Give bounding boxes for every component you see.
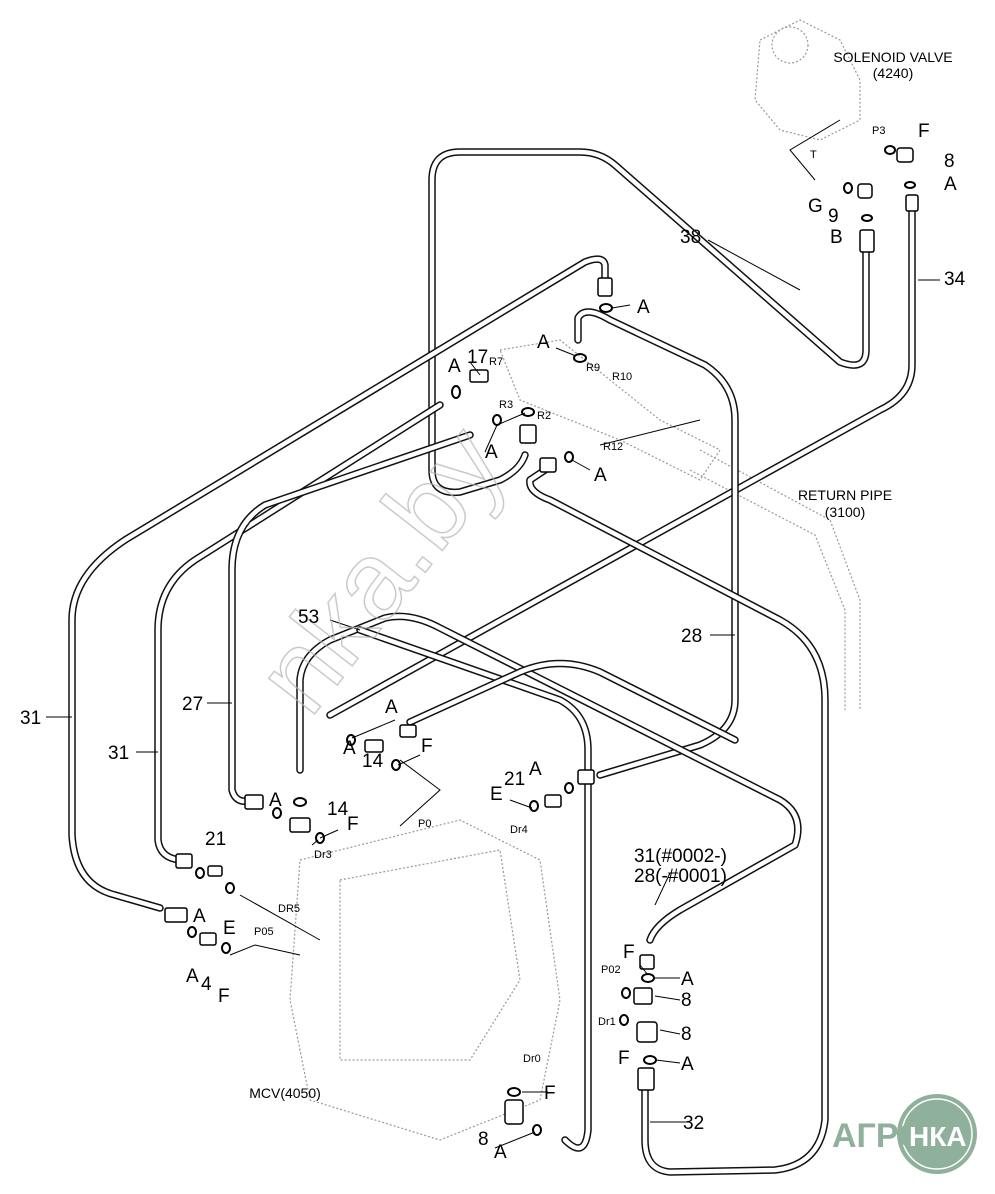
part-label: A — [594, 465, 607, 486]
part-label: A — [681, 1054, 694, 1075]
part-label: B — [830, 227, 843, 248]
hose-28 — [574, 308, 739, 779]
part-label: A — [193, 906, 206, 927]
part-label: 21 — [205, 829, 226, 850]
part-label: 53 — [298, 607, 319, 628]
hose-53 — [296, 612, 802, 944]
part-label: P3 — [872, 125, 885, 137]
part-label: A — [186, 966, 199, 987]
solenoid-valve-code: (4240) — [873, 65, 913, 81]
part-label: 28 — [681, 626, 702, 647]
part-label: R3 — [499, 399, 513, 411]
agronka-logo: АГРО НКА — [832, 1094, 977, 1174]
hoses — [68, 148, 916, 1176]
hose-34 — [326, 196, 916, 719]
part-label: R9 — [586, 362, 600, 374]
part-label: A — [944, 174, 957, 195]
part-label: Dr4 — [510, 824, 528, 836]
part-label: 8 — [478, 1129, 489, 1150]
part-label: F — [544, 1083, 556, 1104]
hose-38 — [428, 148, 870, 497]
part-label: 31 — [20, 708, 41, 729]
part-label: Dr1 — [598, 1016, 616, 1028]
part-label: Dr3 — [314, 849, 332, 861]
part-label: R7 — [489, 356, 503, 368]
part-label: 14 — [327, 799, 349, 820]
part-label: 34 — [944, 269, 966, 290]
part-label: F — [421, 736, 433, 757]
part-label: E — [223, 918, 236, 939]
part-label: R2 — [537, 410, 551, 422]
svg-text:АГРО: АГРО — [832, 1117, 925, 1155]
part-label: 32 — [683, 1113, 704, 1134]
part-label: F — [623, 942, 635, 963]
part-label: A — [637, 297, 650, 318]
part-label: 38 — [680, 227, 701, 248]
hose-31-outer — [68, 255, 609, 912]
mcv-label: MCV(4050) — [249, 1085, 321, 1101]
part-label: A — [681, 969, 694, 990]
part-label: F — [918, 121, 930, 142]
part-label: 28(-#0001) — [634, 866, 727, 887]
part-label: 9 — [828, 206, 839, 227]
part-label: F — [218, 986, 230, 1007]
part-label: 8 — [681, 1024, 692, 1045]
part-label: R10 — [612, 371, 632, 383]
part-label: R12 — [603, 441, 623, 453]
part-label: F — [618, 1048, 630, 1069]
part-label: 8 — [681, 990, 692, 1011]
hose-32 — [526, 466, 829, 1176]
mcv-block-outline — [289, 819, 561, 1141]
part-label: A — [448, 356, 461, 377]
part-label: P02 — [601, 964, 621, 976]
part-label: Dr0 — [523, 1053, 541, 1065]
hose-cross — [406, 659, 739, 744]
part-label: A — [529, 759, 542, 780]
return-pipe-outline — [689, 449, 861, 710]
part-label: A — [269, 790, 282, 811]
part-label: F — [347, 814, 359, 835]
part-label: A — [537, 332, 550, 353]
part-label: T — [810, 149, 817, 161]
part-label: 31(#0002-) — [634, 846, 727, 867]
leader-lines — [46, 119, 940, 1149]
part-label: 21 — [504, 769, 525, 790]
part-label: E — [490, 784, 503, 805]
manifold-outline — [499, 339, 721, 481]
part-label: 4 — [201, 974, 212, 995]
part-label: A — [385, 697, 398, 718]
solenoid-valve-outline — [754, 19, 861, 141]
hose-53b — [356, 626, 592, 1152]
hose-27 — [228, 431, 474, 805]
part-labels: P3 F T 8 A G 9 B 38 34 A A 17 R7 R9 R10 … — [20, 121, 966, 1163]
part-label: P05 — [254, 926, 274, 938]
part-label: 27 — [182, 694, 203, 715]
return-pipe-code: (3100) — [825, 504, 865, 520]
part-label: G — [808, 196, 823, 217]
hose-31-inner — [154, 401, 444, 864]
part-label: P0 — [418, 818, 431, 830]
part-label: A — [343, 738, 356, 759]
part-label: A — [485, 442, 498, 463]
part-label: DR5 — [278, 903, 300, 915]
part-label: 8 — [944, 151, 955, 172]
part-label: 17 — [467, 347, 488, 368]
solenoid-valve-label: SOLENOID VALVE — [833, 49, 952, 65]
return-pipe-label: RETURN PIPE — [798, 487, 892, 503]
part-label: 31 — [108, 743, 129, 764]
part-label: 14 — [362, 751, 384, 772]
part-label: A — [494, 1142, 507, 1163]
svg-text:НКА: НКА — [909, 1121, 967, 1152]
fittings — [164, 145, 919, 1136]
